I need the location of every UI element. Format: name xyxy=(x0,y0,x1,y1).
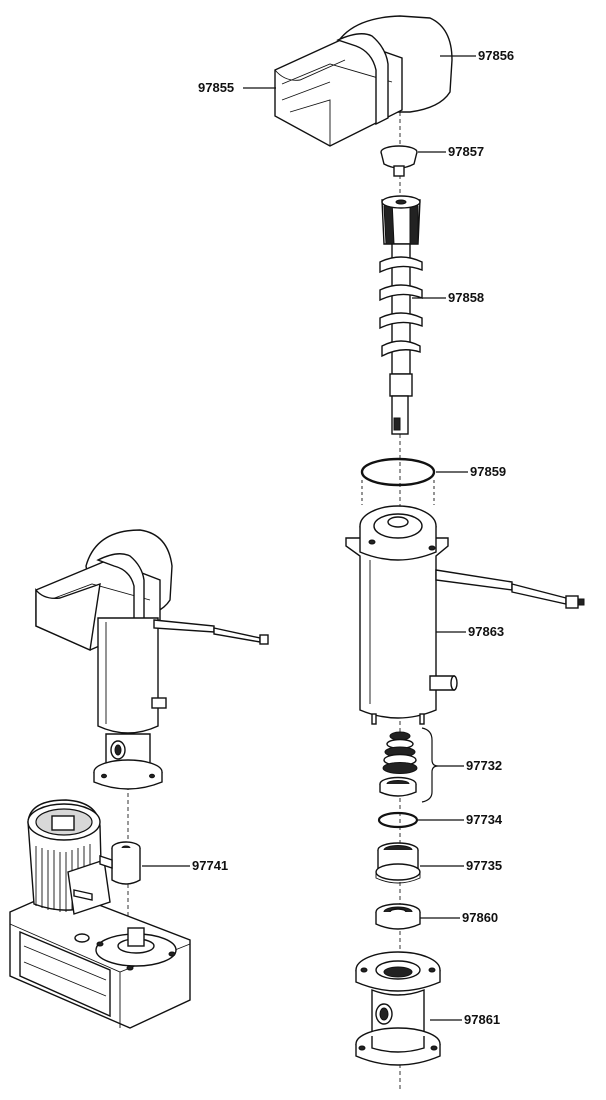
assembled-dispenser-unit xyxy=(35,529,269,790)
part-label-97741: 97741 xyxy=(192,858,228,873)
spring-seal-part-97732 xyxy=(379,727,439,803)
bushing-part-97735 xyxy=(375,842,421,884)
part-label-97861: 97861 xyxy=(464,1012,500,1027)
part-label-97735: 97735 xyxy=(466,858,502,873)
part-label-97734: 97734 xyxy=(466,812,503,827)
o-ring-part-97734 xyxy=(377,811,419,829)
part-label-97855: 97855 xyxy=(198,80,234,95)
gasket-ring-part-97859 xyxy=(360,457,436,505)
leader-lines xyxy=(142,55,476,1021)
discharge-elbow-part xyxy=(274,15,453,147)
barrel-housing-part-97863 xyxy=(345,505,585,725)
auger-shaft-part-97858 xyxy=(379,195,423,435)
part-label-97863: 97863 xyxy=(468,624,504,639)
part-label-97856: 97856 xyxy=(478,48,514,63)
part-labels: 97856 97855 97857 97858 97859 97863 9773… xyxy=(192,48,514,1027)
part-label-97860: 97860 xyxy=(462,910,498,925)
motor-gearbox-assembly xyxy=(9,799,191,1029)
part-label-97858: 97858 xyxy=(448,290,484,305)
cap-part-97857 xyxy=(380,145,418,177)
bearing-part-97860 xyxy=(375,903,421,930)
mounting-base-part-97861 xyxy=(355,951,441,1066)
part-label-97732: 97732 xyxy=(466,758,502,773)
part-label-97857: 97857 xyxy=(448,144,484,159)
part-label-97859: 97859 xyxy=(470,464,506,479)
